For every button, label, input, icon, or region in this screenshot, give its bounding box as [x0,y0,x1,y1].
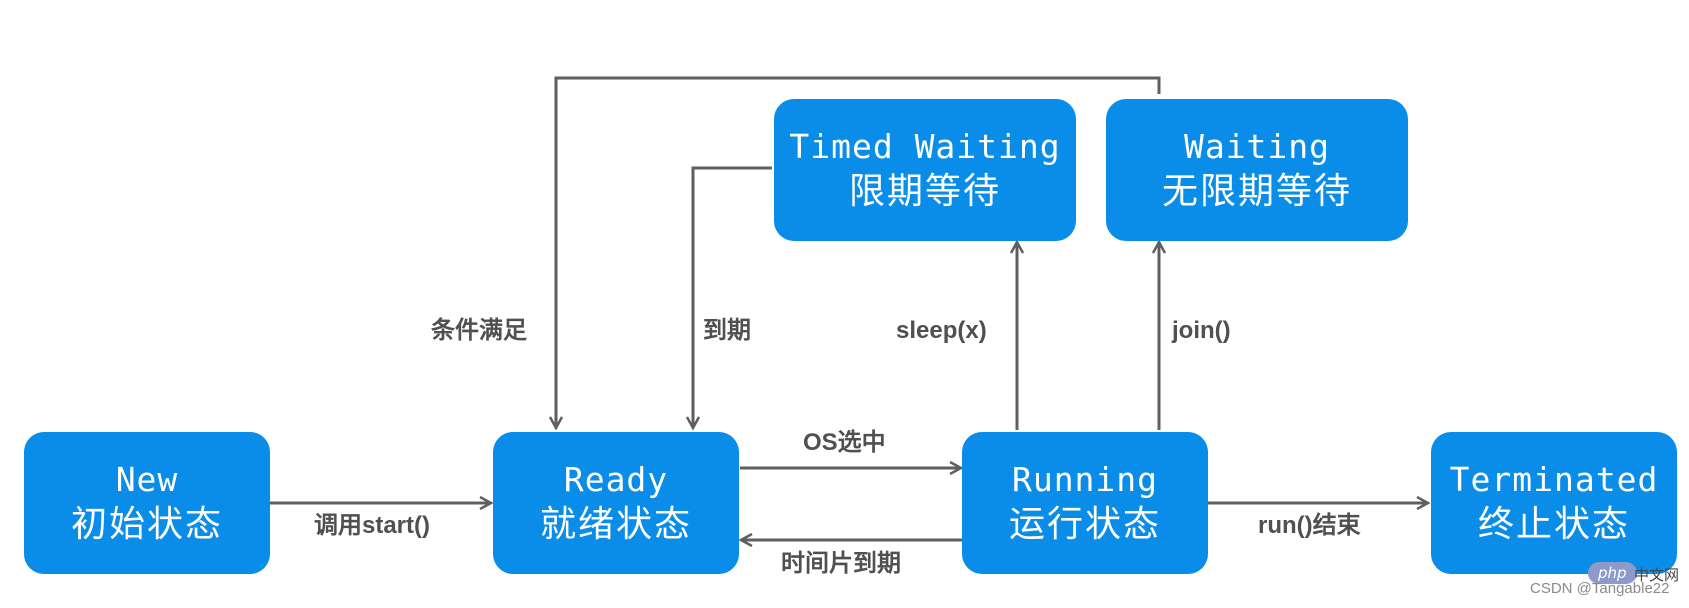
node-running-subtitle: 运行状态 [1008,504,1161,545]
node-terminated-title: Terminated [1449,460,1659,499]
label-run-end: run()结束 [1258,512,1361,539]
node-waiting-title: Waiting [1183,127,1331,166]
watermark-csdn: CSDN @Tangable22 [1530,580,1670,597]
node-waiting-subtitle: 无限期等待 [1161,171,1352,212]
node-terminated-subtitle: 终止状态 [1477,504,1630,545]
label-join: join() [1172,317,1231,344]
node-ready: Ready 就绪状态 [493,432,739,574]
edge-waiting-to-ready [556,76,1161,427]
edge-timed-waiting-to-ready [693,166,772,427]
label-expired: 到期 [703,317,751,344]
label-time-slice-expired: 时间片到期 [781,550,901,577]
label-os-selected: OS选中 [803,429,886,456]
node-new: New 初始状态 [24,432,270,574]
label-condition-met: 条件满足 [431,317,527,344]
node-timed-waiting-subtitle: 限期等待 [848,171,1001,212]
label-sleep: sleep(x) [896,317,987,344]
node-new-title: New [115,460,179,499]
node-ready-subtitle: 就绪状态 [539,504,692,545]
watermark-site: 中文网 [1634,567,1680,584]
node-terminated: Terminated 终止状态 [1431,432,1677,574]
node-ready-title: Ready [563,460,669,499]
node-waiting: Waiting 无限期等待 [1106,99,1408,241]
label-call-start: 调用start() [314,512,431,539]
php-logo: php [1588,562,1637,584]
node-timed-waiting-title: Timed Waiting [789,127,1061,166]
node-running: Running 运行状态 [962,432,1208,574]
node-running-title: Running [1011,460,1159,499]
node-timed-waiting: Timed Waiting 限期等待 [774,99,1076,241]
node-new-subtitle: 初始状态 [70,504,223,545]
